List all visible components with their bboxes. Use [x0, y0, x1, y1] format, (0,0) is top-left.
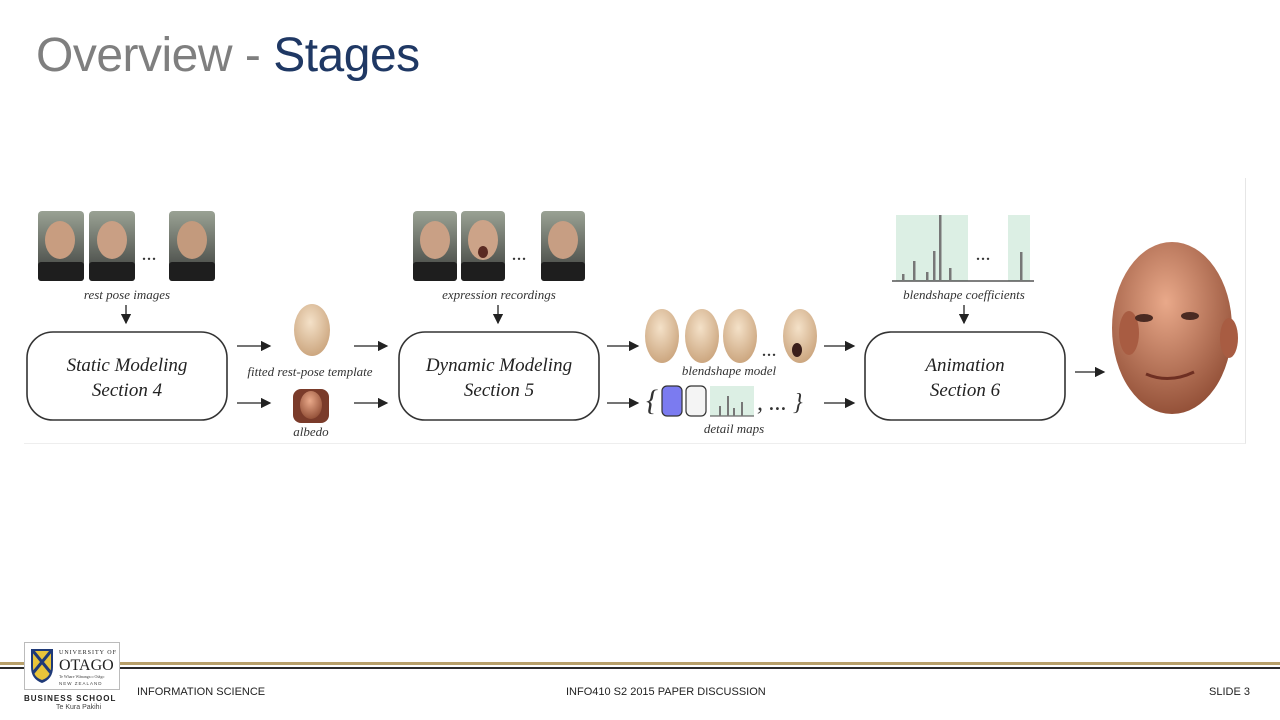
- logo-business-school: BUSINESS SCHOOL: [24, 694, 117, 703]
- label-rest-pose-images: rest pose images: [84, 287, 170, 302]
- crest-icon: UNIVERSITY OF OTAGO Te Whare Wānanga o O…: [31, 649, 117, 686]
- rest-pose-photos: [38, 211, 215, 281]
- blendshape-ellipsis: ...: [762, 339, 777, 361]
- footer-course: INFO410 S2 2015 PAPER DISCUSSION: [566, 686, 766, 698]
- detail-set-close: , ... }: [757, 390, 803, 416]
- label-blendshape-coefficients: blendshape coefficients: [903, 287, 1025, 302]
- logo-university: UNIVERSITY OF: [59, 650, 117, 656]
- label-detail-maps: detail maps: [704, 421, 764, 436]
- label-blendshape-model: blendshape model: [682, 363, 777, 378]
- slide-title: Overview - Stages: [36, 28, 420, 83]
- rest-pose-ellipsis: ...: [142, 243, 157, 265]
- fitted-template-head: [294, 304, 330, 356]
- title-stages: Stages: [273, 29, 420, 82]
- logo-otago: OTAGO: [59, 657, 114, 674]
- blendshape-heads: [645, 309, 817, 363]
- animated-head-render: [1112, 242, 1238, 414]
- blendshape-coefficients-histogram: [892, 215, 1034, 282]
- logo-frame: UNIVERSITY OF OTAGO Te Whare Wānanga o O…: [24, 642, 120, 690]
- dynamic-modeling-title: Dynamic Modeling: [425, 355, 572, 376]
- static-modeling-section: Section 4: [92, 380, 163, 401]
- pipeline-figure: ... rest pose images Static Modeling Sec…: [24, 178, 1246, 444]
- footer-dark-rule: [0, 667, 1280, 669]
- animation-title: Animation: [923, 355, 1004, 376]
- logo-nz: NEW ZEALAND: [59, 681, 103, 686]
- detail-map-1: [661, 385, 683, 417]
- logo-te-kura: Te Kura Pakihi: [56, 704, 102, 711]
- footer-department: INFORMATION SCIENCE: [137, 686, 266, 698]
- logo-motto: Te Whare Wānanga o Otāgo: [59, 674, 104, 679]
- footer-gold-rule: [0, 662, 1280, 665]
- title-overview: Overview -: [36, 29, 274, 82]
- footer-slide-number: SLIDE 3: [1209, 686, 1250, 698]
- static-modeling-box: [26, 331, 228, 421]
- static-modeling-title: Static Modeling: [67, 355, 188, 376]
- detail-map-histogram: [710, 386, 754, 417]
- animation-section: Section 6: [930, 380, 1001, 401]
- detail-set-open: {: [646, 384, 658, 417]
- detail-map-2: [685, 385, 707, 417]
- label-expression-recordings: expression recordings: [442, 287, 556, 302]
- expression-ellipsis: ...: [512, 243, 527, 265]
- dynamic-modeling-section: Section 5: [464, 380, 534, 401]
- coefficients-ellipsis: ...: [976, 243, 991, 265]
- label-fitted-template: fitted rest-pose template: [247, 364, 372, 379]
- animation-box: [864, 331, 1066, 421]
- dynamic-modeling-box: [398, 331, 600, 421]
- university-logo: UNIVERSITY OF OTAGO Te Whare Wānanga o O…: [24, 642, 120, 711]
- expression-photos: [413, 211, 585, 281]
- label-albedo: albedo: [293, 424, 329, 439]
- pipeline-diagram: ... rest pose images Static Modeling Sec…: [26, 211, 1238, 439]
